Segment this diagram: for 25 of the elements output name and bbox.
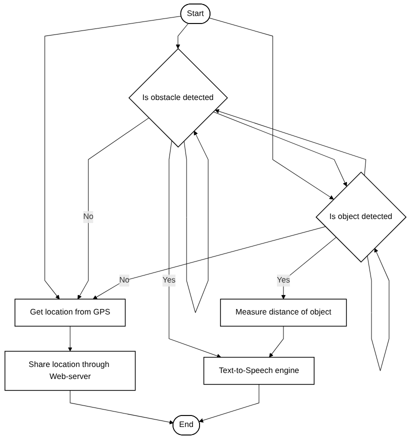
arrow [198, 384, 260, 423]
arrow [281, 237, 336, 300]
arrow [212, 112, 347, 187]
node-box: Share location through Web-server [4, 350, 136, 391]
arrow [44, 16, 182, 300]
node-box: Get location from GPS [14, 298, 126, 327]
arrow [68, 326, 72, 352]
node-box: Measure distance of object [220, 298, 347, 327]
arrow [214, 109, 366, 176]
node-diamond: Is obstacle detected [128, 48, 228, 148]
node-box: Text-to-Speech engine [203, 356, 315, 385]
edge-label: No [119, 276, 130, 285]
arrow [78, 118, 150, 300]
node-diamond: Is object detected [316, 172, 407, 263]
arrow [209, 18, 334, 200]
arrow [269, 326, 284, 358]
edge-label: Yes [162, 276, 176, 285]
arrow [184, 130, 208, 313]
edge-label: No [83, 212, 94, 222]
arrow [367, 248, 390, 372]
arrow [176, 23, 188, 49]
arrow [70, 390, 174, 424]
edge-label: Yes [276, 276, 290, 285]
arrow [168, 140, 222, 358]
arrow [92, 226, 326, 300]
